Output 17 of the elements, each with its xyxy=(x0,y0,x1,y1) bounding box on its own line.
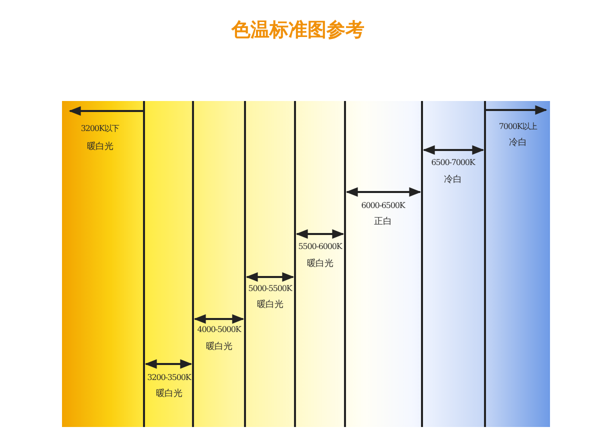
temperature-range-label: 7000K以上 xyxy=(498,121,538,132)
light-type-label: 暖白光 xyxy=(156,389,182,400)
temperature-range-label: 3200-3500K xyxy=(147,372,191,383)
chart-title: 色温标准图参考 xyxy=(230,18,366,43)
light-type-label: 暖白光 xyxy=(206,342,232,353)
temperature-range-label: 6000-6500K xyxy=(361,200,405,211)
temperature-range-label: 6500-7000K xyxy=(431,157,475,168)
light-type-label: 暖白光 xyxy=(86,142,114,153)
light-type-label: 冷白 xyxy=(509,138,527,149)
light-type-label: 暖白光 xyxy=(256,300,284,311)
temperature-range-label: 4000-5000K xyxy=(197,324,241,335)
temperature-range-label: 5000-5500K xyxy=(248,283,292,294)
light-type-label: 冷白 xyxy=(444,175,462,186)
temperature-range-label: 3200K以下 xyxy=(80,123,120,134)
light-type-label: 暖白光 xyxy=(306,259,334,270)
temperature-range-label: 5500-6000K xyxy=(298,241,342,252)
light-type-label: 正白 xyxy=(374,217,392,228)
